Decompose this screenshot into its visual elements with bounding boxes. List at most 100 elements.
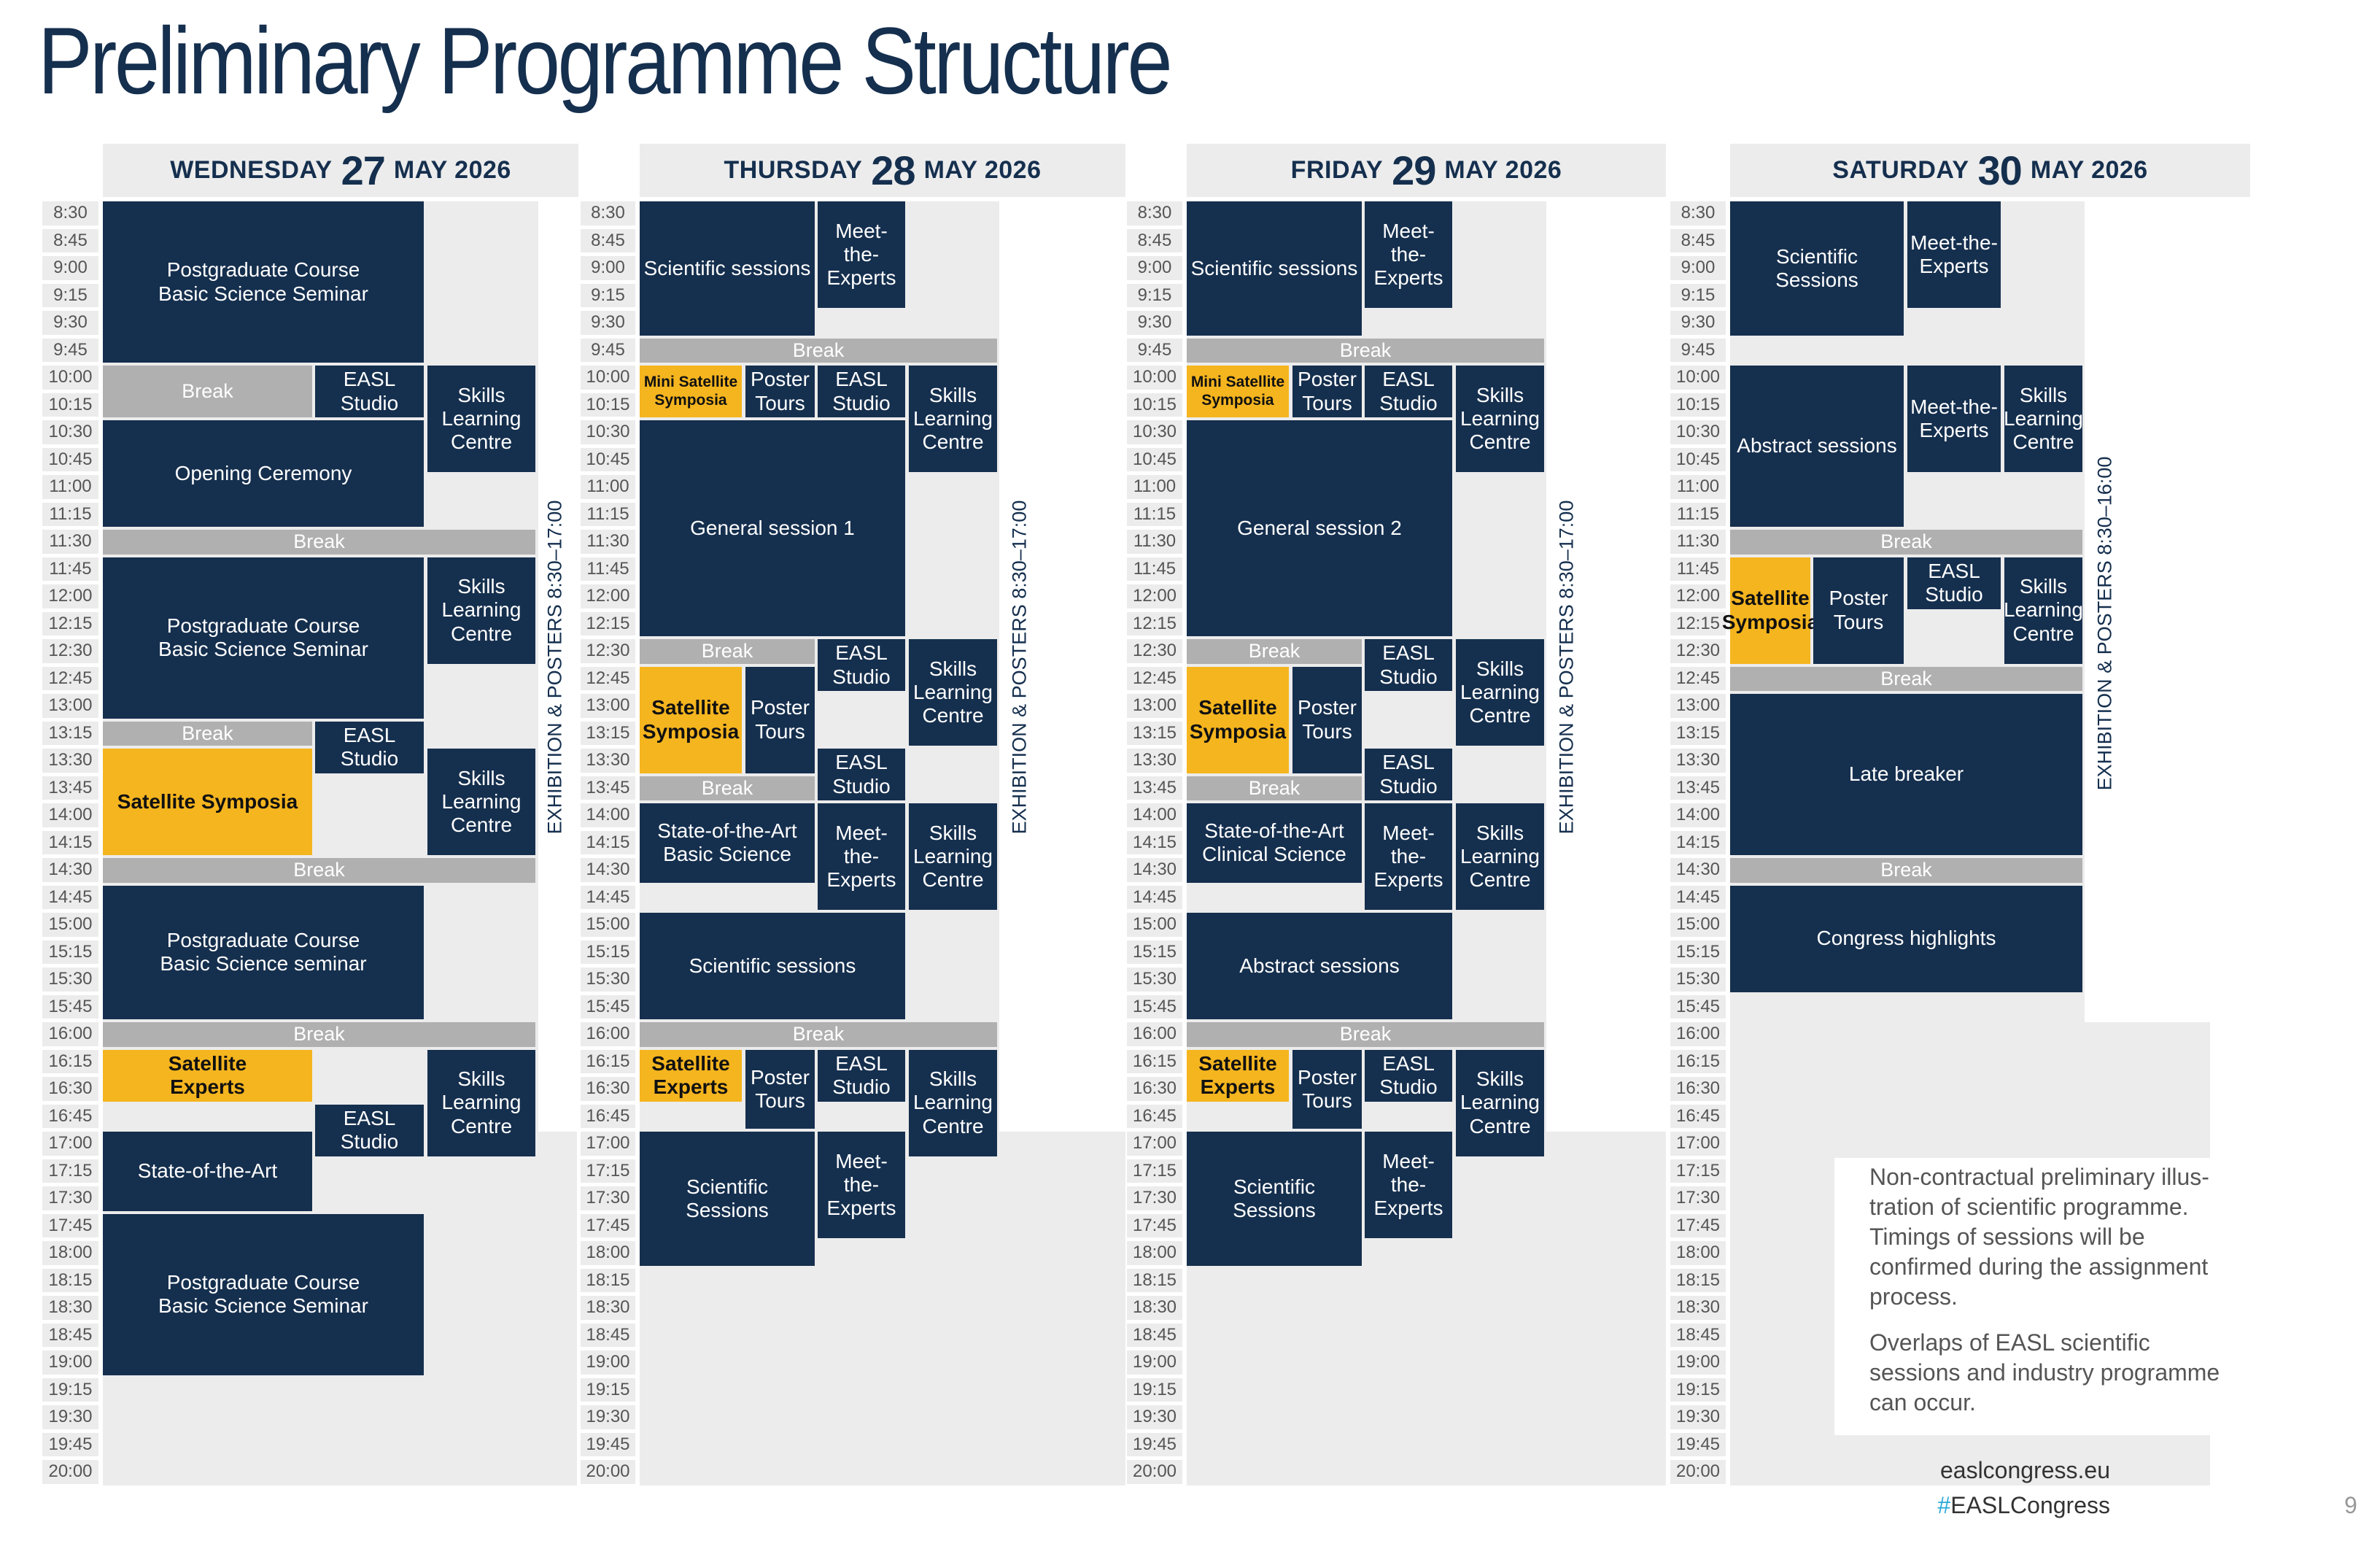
exhibition-band [2085, 201, 2210, 1022]
session-easl-studio[interactable]: EASL Studio [818, 749, 905, 800]
session-meet-the-experts[interactable]: Meet-the- Experts [818, 803, 905, 910]
time-label: 13:30 [581, 749, 635, 773]
time-label: 10:45 [42, 447, 98, 471]
session-easl-studio[interactable]: EASL Studio [1907, 557, 2001, 609]
session-satellite-symposia[interactable]: Satellite Symposia [1187, 666, 1289, 773]
session-poster-tours[interactable]: Poster Tours [1292, 1049, 1362, 1129]
session-break[interactable]: Break [103, 1022, 535, 1047]
session-postgraduate-course-basic-science-seminar[interactable]: Postgraduate Course Basic Science Semina… [103, 1213, 424, 1375]
time-label: 12:15 [1127, 611, 1182, 635]
time-label: 19:15 [581, 1378, 635, 1402]
session-meet-the-experts[interactable]: Meet-the- Experts [1365, 803, 1452, 910]
session-abstract-sessions[interactable]: Abstract sessions [1187, 913, 1452, 1019]
session-easl-studio[interactable]: EASL Studio [315, 1104, 424, 1156]
session-meet-the-experts[interactable]: Meet-the- Experts [1907, 201, 2001, 308]
session-poster-tours[interactable]: Poster Tours [1813, 557, 1904, 664]
session-poster-tours[interactable]: Poster Tours [1292, 366, 1362, 417]
session-easl-studio[interactable]: EASL Studio [818, 639, 905, 691]
session-easl-studio[interactable]: EASL Studio [818, 366, 905, 417]
session-easl-studio[interactable]: EASL Studio [1365, 749, 1452, 800]
session-skills-learning-centre[interactable]: Skills Learning Centre [909, 803, 997, 910]
session-satellite-symposia[interactable]: Satellite Symposia [1722, 557, 1818, 664]
session-break[interactable]: Break [1187, 338, 1544, 363]
session-break[interactable]: Break [1187, 1022, 1544, 1047]
session-scientific-sessions[interactable]: Scientific Sessions [1187, 1132, 1362, 1266]
session-meet-the-experts[interactable]: Meet-the- Experts [1365, 1132, 1452, 1238]
session-easl-studio[interactable]: EASL Studio [818, 1049, 905, 1102]
session-postgraduate-course-basic-science-seminar[interactable]: Postgraduate Course Basic Science semina… [103, 885, 424, 1019]
session-break[interactable]: Break [640, 776, 815, 800]
session-break[interactable]: Break [103, 366, 312, 417]
website-link[interactable]: easlcongress.eu [1939, 1457, 2110, 1483]
time-label: 12:00 [1670, 584, 1726, 608]
session-skills-learning-centre[interactable]: Skills Learning Centre [909, 366, 997, 472]
time-label: 14:45 [1127, 885, 1182, 909]
session-meet-the-experts[interactable]: Meet-the- Experts [818, 201, 905, 308]
session-break[interactable]: Break [1187, 776, 1362, 800]
session-break[interactable]: Break [640, 1022, 997, 1047]
session-scientific-sessions[interactable]: Scientific sessions [1187, 201, 1362, 336]
session-satellite-experts[interactable]: Satellite Experts [640, 1049, 742, 1102]
session-break[interactable]: Break [1730, 530, 2082, 555]
session-break[interactable]: Break [103, 858, 535, 883]
session-skills-learning-centre[interactable]: Skills Learning Centre [1456, 366, 1544, 472]
session-break[interactable]: Break [1187, 639, 1362, 664]
session-satellite-experts[interactable]: Satellite Experts [1187, 1049, 1289, 1102]
session-meet-the-experts[interactable]: Meet-the- Experts [1907, 366, 2001, 472]
session-general-session-2[interactable]: General session 2 [1187, 420, 1452, 636]
session-scientific-sessions[interactable]: Scientific sessions [640, 201, 815, 336]
session-skills-learning-centre[interactable]: Skills Learning Centre [427, 366, 535, 472]
session-poster-tours[interactable]: Poster Tours [745, 366, 815, 417]
session-meet-the-experts[interactable]: Meet-the- Experts [1365, 201, 1452, 308]
session-easl-studio[interactable]: EASL Studio [1365, 639, 1452, 691]
session-mini-satellite-symposia[interactable]: Mini Satellite Symposia [640, 366, 742, 417]
session-easl-studio[interactable]: EASL Studio [1365, 366, 1452, 417]
session-easl-studio[interactable]: EASL Studio [315, 366, 424, 417]
session-skills-learning-centre[interactable]: Skills Learning Centre [1456, 1049, 1544, 1156]
session-poster-tours[interactable]: Poster Tours [745, 1049, 815, 1129]
session-state-of-the-art-basic-science[interactable]: State-of-the-Art Basic Science [640, 803, 815, 883]
session-postgraduate-course-basic-science-seminar[interactable]: Postgraduate Course Basic Science Semina… [103, 201, 424, 363]
session-scientific-sessions[interactable]: Scientific Sessions [1730, 201, 1904, 336]
hashtag[interactable]: #EASLCongress [1937, 1492, 2110, 1519]
session-break[interactable]: Break [640, 639, 815, 664]
session-scientific-sessions[interactable]: Scientific sessions [640, 913, 905, 1019]
session-break[interactable]: Break [1730, 666, 2082, 691]
session-break[interactable]: Break [103, 530, 535, 555]
time-label: 15:30 [1127, 967, 1182, 992]
session-satellite-experts[interactable]: Satellite Experts [103, 1049, 312, 1102]
session-congress-highlights[interactable]: Congress highlights [1730, 885, 2082, 992]
time-label: 18:00 [1127, 1241, 1182, 1265]
session-skills-learning-centre[interactable]: Skills Learning Centre [1456, 803, 1544, 910]
session-skills-learning-centre[interactable]: Skills Learning Centre [427, 749, 535, 855]
session-skills-learning-centre[interactable]: Skills Learning Centre [2004, 366, 2083, 472]
session-skills-learning-centre[interactable]: Skills Learning Centre [2004, 557, 2083, 664]
session-satellite-symposia[interactable]: Satellite Symposia [103, 749, 312, 855]
session-break[interactable]: Break [103, 721, 312, 746]
session-postgraduate-course-basic-science-seminar[interactable]: Postgraduate Course Basic Science Semina… [103, 557, 424, 719]
session-abstract-sessions[interactable]: Abstract sessions [1730, 366, 1904, 527]
session-skills-learning-centre[interactable]: Skills Learning Centre [909, 1049, 997, 1156]
session-satellite-symposia[interactable]: Satellite Symposia [640, 666, 742, 773]
session-state-of-the-art[interactable]: State-of-the-Art [103, 1132, 312, 1211]
session-opening-ceremony[interactable]: Opening Ceremony [103, 420, 424, 527]
session-scientific-sessions[interactable]: Scientific Sessions [640, 1132, 815, 1266]
session-break[interactable]: Break [1730, 858, 2082, 883]
time-label: 11:15 [42, 502, 98, 526]
time-label: 13:45 [1670, 776, 1726, 800]
session-skills-learning-centre[interactable]: Skills Learning Centre [1456, 639, 1544, 746]
session-mini-satellite-symposia[interactable]: Mini Satellite Symposia [1187, 366, 1289, 417]
session-easl-studio[interactable]: EASL Studio [1365, 1049, 1452, 1102]
session-state-of-the-art-clinical-science[interactable]: State-of-the-Art Clinical Science [1187, 803, 1362, 883]
session-skills-learning-centre[interactable]: Skills Learning Centre [427, 1049, 535, 1156]
session-late-breaker[interactable]: Late breaker [1730, 694, 2082, 855]
session-poster-tours[interactable]: Poster Tours [745, 666, 815, 773]
session-meet-the-experts[interactable]: Meet-the- Experts [818, 1132, 905, 1238]
session-general-session-1[interactable]: General session 1 [640, 420, 905, 636]
session-poster-tours[interactable]: Poster Tours [1292, 666, 1362, 773]
session-easl-studio[interactable]: EASL Studio [315, 721, 424, 773]
session-break[interactable]: Break [640, 338, 997, 363]
time-label: 14:00 [42, 803, 98, 827]
session-skills-learning-centre[interactable]: Skills Learning Centre [427, 557, 535, 664]
session-skills-learning-centre[interactable]: Skills Learning Centre [909, 639, 997, 746]
